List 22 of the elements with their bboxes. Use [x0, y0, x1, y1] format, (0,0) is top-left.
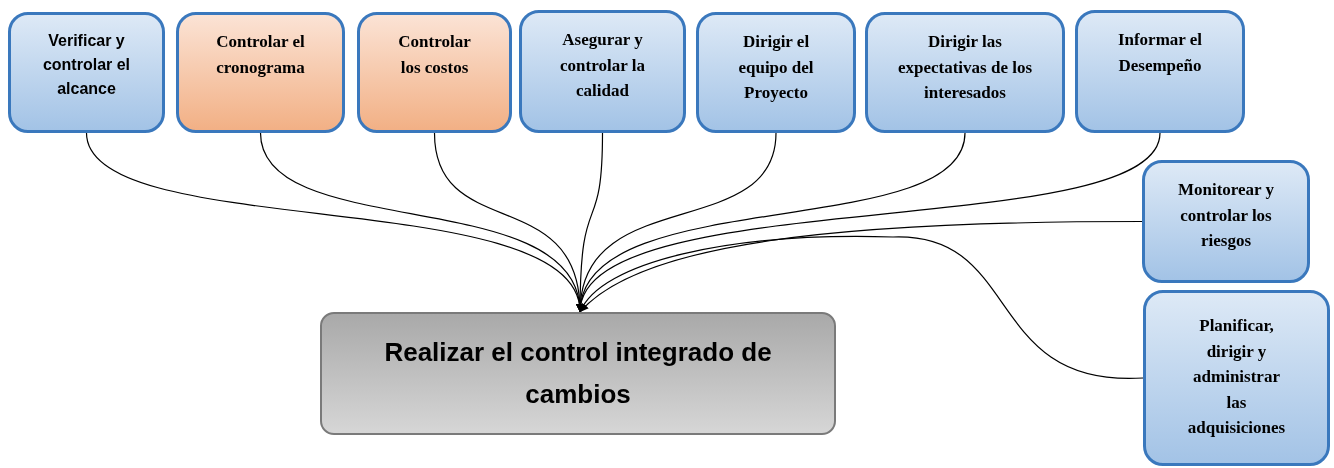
activity-box	[865, 12, 1065, 133]
activity-box	[357, 12, 512, 133]
node-label: Realizar el control integrado de cambios	[383, 335, 773, 411]
activity-box	[8, 12, 165, 133]
activity-box	[696, 12, 856, 133]
activity-box	[176, 12, 345, 133]
node-label: Monitorear y controlar los riesgos	[1176, 179, 1276, 252]
node-label: Dirigir las expectativas de los interesados	[896, 31, 1034, 104]
activity-box	[1075, 10, 1245, 133]
activity-box	[1143, 290, 1330, 466]
node-label: Controlar los costos	[397, 31, 472, 79]
activity-box	[1142, 160, 1310, 283]
node-label: Informar el Desempeño	[1116, 29, 1204, 77]
node-label: Dirigir el equipo del Proyecto	[737, 31, 815, 104]
node-label: Asegurar y controlar la calidad	[559, 29, 646, 102]
activity-box	[519, 10, 686, 133]
node-label: Verificar y controlar el alcance	[41, 31, 132, 99]
connector-arrow	[579, 220, 1143, 313]
node-label: Planificar, dirigir y administrar las adquisiciones	[1186, 315, 1287, 439]
process-box	[320, 312, 836, 435]
connector-arrow	[579, 132, 1161, 313]
node-label: Controlar el cronograma	[215, 31, 306, 79]
